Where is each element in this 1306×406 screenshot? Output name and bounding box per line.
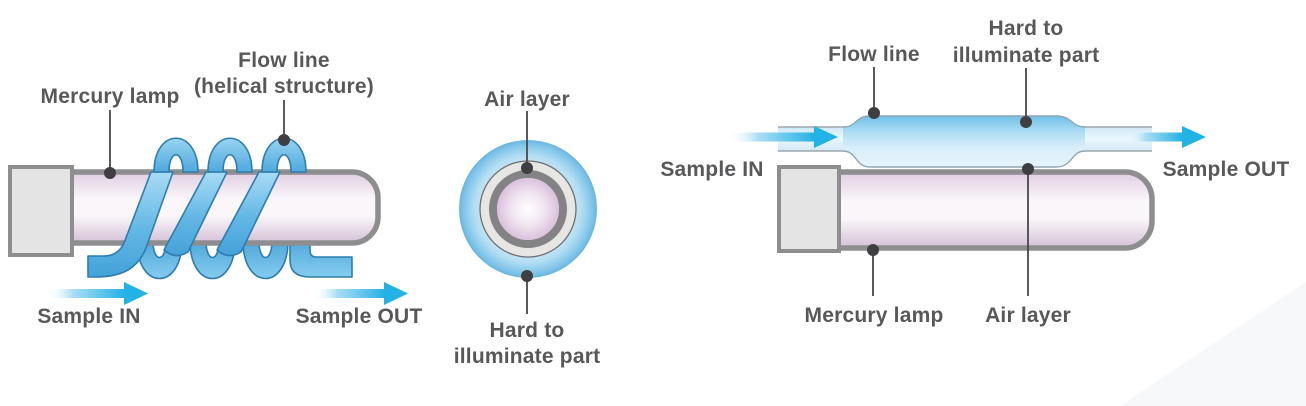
cross-section-figure [459,140,597,278]
helical-flow-line-front [87,137,307,278]
flow-line-label: Flow line [828,43,920,66]
straight-lamp-figure [728,115,1206,253]
helical-lamp-figure [8,137,408,305]
sample-out-arrow [312,282,408,305]
helical-flow-line-back [136,238,353,280]
hard-to-illuminate-label-2: illuminate part [952,44,1100,67]
sample-out-label: Sample OUT [1162,158,1290,181]
air-layer-label: Air layer [985,304,1071,327]
lamp-cap [8,165,74,257]
sample-out-label: Sample OUT [295,305,423,328]
lamp-core [497,178,559,240]
air-layer-label: Air layer [484,88,570,111]
mercury-lamp-tube [827,169,1155,251]
sample-in-label: Sample IN [660,158,764,181]
mercury-lamp-label: Mercury lamp [40,85,180,108]
mercury-lamp-label: Mercury lamp [804,304,944,327]
sample-out-arrow [1126,126,1206,148]
flow-line-sublabel: (helical structure) [193,75,375,98]
leader-dots [104,107,1034,282]
leader-lines [109,67,1029,314]
flow-line-label: Flow line [238,49,330,72]
sample-in-label: Sample IN [37,305,141,328]
hard-to-illuminate-label: Hard to [988,17,1064,40]
flow-line-bulge [843,116,1085,167]
corner-shade [1120,282,1306,406]
sample-in-arrow [728,126,838,148]
sample-in-arrow [46,282,148,305]
lamp-cap [777,165,841,253]
lamp-wall-ring [489,170,567,248]
hard-to-illuminate-label-2: illuminate part [453,345,601,368]
hard-to-illuminate-label: Hard to [489,319,565,342]
